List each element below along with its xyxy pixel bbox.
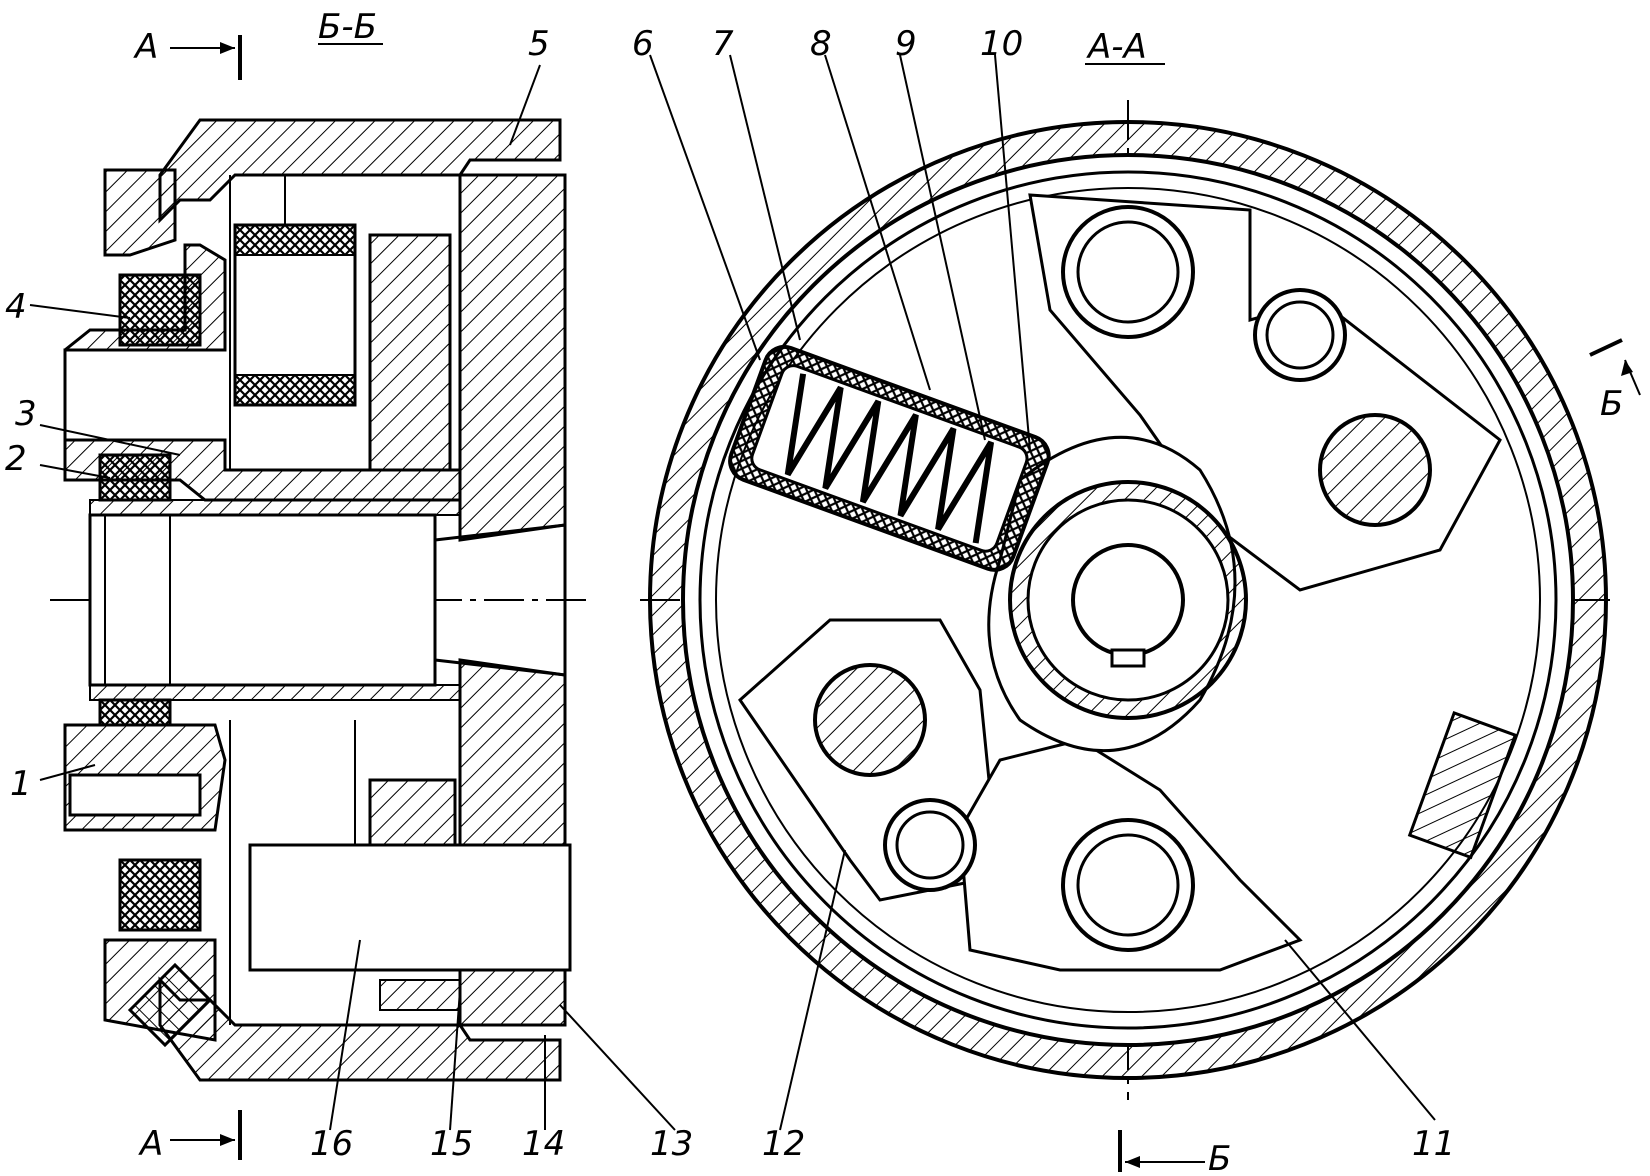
cam-lower xyxy=(368,778,457,847)
part-label-15: 15 xyxy=(430,1124,473,1164)
labels: Б-Б А-А А А Б Б 1 2 3 4 5 6 7 8 9 10 11 … xyxy=(5,7,1623,1176)
part-label-13: 13 xyxy=(650,1124,693,1164)
part-label-10: 10 xyxy=(980,24,1023,64)
cam-upper xyxy=(368,233,452,472)
part-label-14: 14 xyxy=(522,1124,565,1164)
part-label-11: 11 xyxy=(1412,1124,1455,1164)
pins xyxy=(813,205,1432,952)
screw-1 xyxy=(68,773,202,817)
block-right xyxy=(1407,711,1518,860)
part-label-7: 7 xyxy=(712,24,734,64)
section-bb-view xyxy=(50,35,590,1160)
seal-2-top xyxy=(98,453,172,502)
section-title-bb: Б-Б xyxy=(318,7,377,47)
part-label-3: 3 xyxy=(15,394,37,434)
shaft xyxy=(88,513,437,687)
seal-2-bottom xyxy=(98,698,172,727)
part-label-9: 9 xyxy=(895,24,917,64)
part-label-16: 16 xyxy=(310,1124,353,1164)
part-label-2: 2 xyxy=(5,439,27,479)
cut-mark-bottom-a: А xyxy=(138,1124,163,1164)
bushing-15 xyxy=(379,979,461,1011)
section-title-aa: А-А xyxy=(1086,27,1147,67)
leader-lines xyxy=(29,54,1436,1131)
cut-mark-bottom-b: Б xyxy=(1208,1139,1231,1176)
pin-16 xyxy=(248,843,572,972)
cut-mark-top-a: А xyxy=(133,27,158,67)
part-label-1: 1 xyxy=(10,764,32,804)
sleeve-bottom xyxy=(89,684,461,701)
part-label-8: 8 xyxy=(810,24,832,64)
cover-13-top xyxy=(458,173,567,542)
sleeve-top xyxy=(89,499,461,516)
section-aa-view xyxy=(640,100,1641,1172)
part-label-4: 4 xyxy=(5,287,27,327)
cut-mark-right-b: Б xyxy=(1600,384,1623,424)
grease-fitting xyxy=(127,962,213,1048)
part-label-12: 12 xyxy=(762,1124,805,1164)
left-flange-top xyxy=(103,168,177,257)
spring-coil xyxy=(784,373,995,544)
spring-assembly xyxy=(728,344,1051,572)
hub-bore xyxy=(1071,543,1185,657)
seal-bottom-4 xyxy=(118,858,202,932)
part-label-6: 6 xyxy=(632,24,654,64)
part-label-5: 5 xyxy=(528,24,550,64)
